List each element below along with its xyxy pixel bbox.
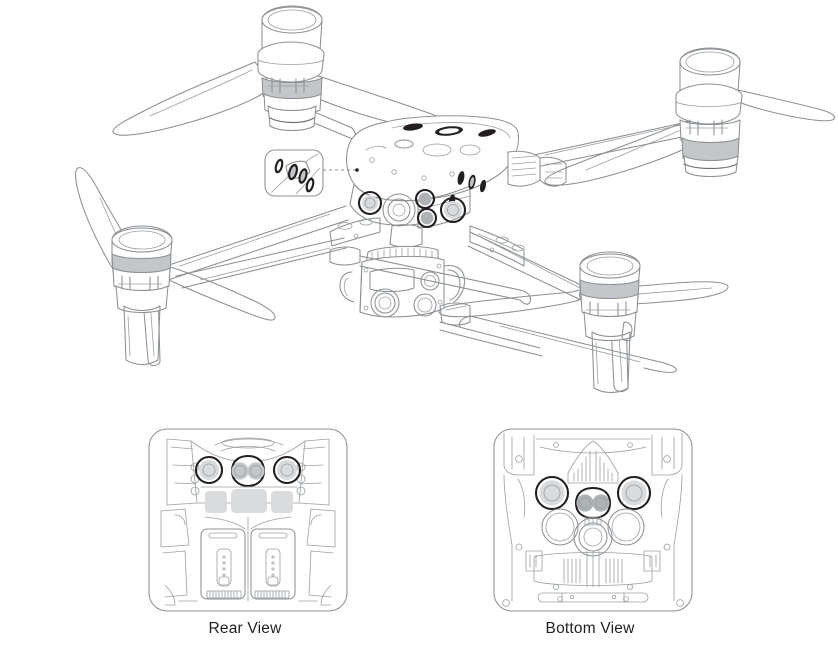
propeller-rear-left [112,61,269,136]
bottom-view-label: Bottom View [545,620,635,637]
motor-rear-right [675,47,743,178]
gimbal-camera [339,224,465,318]
motor-rear-left [257,5,325,132]
motor-front-right [579,251,641,394]
bottom-vision-sensors [534,475,652,520]
heat-sink-vents [525,550,661,588]
rear-view-top-shell [214,437,284,452]
motor-front-left [111,225,173,366]
battery-left [200,528,246,600]
fuselage-body [345,115,567,229]
drone-isometric-view [75,5,835,394]
rear-view-landing-gear [164,584,332,606]
heat-sink-top [535,438,651,484]
center-frame [329,217,525,267]
battery-right [250,528,296,600]
sensor-detail-callout [264,149,359,197]
bottom-view-arm-bases [502,432,684,607]
propeller-rear-right [544,119,701,186]
bottom-view-panel [493,428,693,612]
rear-view-arms [160,438,336,598]
landing-gear [141,237,677,393]
front-vision-sensors [357,188,467,229]
rear-view-panels [200,486,298,513]
propeller-rear-right-b [729,87,835,122]
rear-vision-sensors [194,454,302,488]
gimbal-connector-slot [537,592,649,603]
rear-view-label: Rear View [208,620,282,637]
rear-view-panel [148,428,348,612]
